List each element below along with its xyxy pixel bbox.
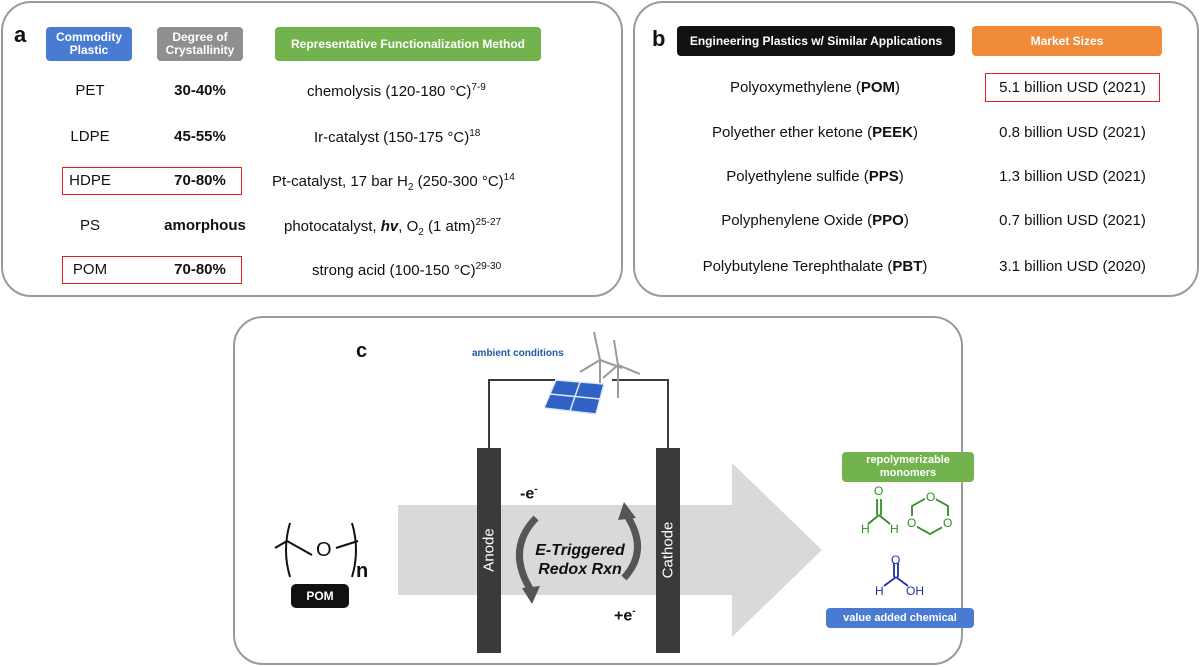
highlight-box: [985, 73, 1160, 102]
anode-label: Anode: [480, 528, 498, 572]
row-method: Pt-catalyst, 17 bar H2 (250-300 °C)14: [272, 172, 515, 193]
formic-hydrogen: H: [875, 584, 884, 598]
header-crystallinity: Degree of Crystallinity: [157, 27, 243, 61]
highlight-box: [62, 167, 242, 195]
ambient-conditions-label: ambient conditions: [472, 348, 564, 359]
highlight-box: [62, 256, 242, 284]
panel-c: [233, 316, 963, 665]
formic-acid-structure: [883, 563, 909, 587]
header-commodity-plastic: Commodity Plastic: [46, 27, 132, 61]
formaldehyde-structure: [867, 499, 891, 525]
row-plastic: POM: [72, 261, 108, 278]
panel-a-label: a: [14, 22, 27, 47]
pom-polymer-structure: [274, 522, 359, 578]
panel-c-label: c: [356, 340, 368, 362]
left-curved-arrow: [516, 515, 539, 594]
formic-oxygen: O: [891, 553, 901, 567]
row-method: strong acid (100-150 °C)29-30: [312, 261, 502, 279]
row-method: chemolysis (120-180 °C)7-9: [307, 82, 486, 100]
market-size: 3.1 billion USD (2020): [999, 258, 1146, 275]
row-method: Ir-catalyst (150-175 °C)18: [314, 128, 481, 146]
cathode-electrode: [656, 448, 680, 653]
anode-electrode: [477, 448, 501, 653]
row-crystallinity: 30-40%: [174, 82, 226, 99]
value-added-chemical-label: value added chemical: [826, 608, 974, 628]
row-plastic: LDPE: [70, 128, 110, 145]
process-arrow: [398, 463, 822, 637]
pom-badge: POM: [291, 584, 349, 608]
row-plastic: PS: [79, 217, 100, 234]
engineering-plastic-name: Polyphenylene Oxide (PPO): [721, 212, 909, 229]
market-size: 5.1 billion USD (2021): [999, 79, 1146, 96]
polymer-repeat-n: n: [356, 560, 369, 582]
electron-loss-label: -e-: [520, 484, 538, 503]
engineering-plastic-name: Polyether ether ketone (PEEK): [712, 124, 918, 141]
engineering-plastic-name: Polyoxymethylene (POM): [729, 79, 901, 96]
row-method: photocatalyst, hv, O2 (1 atm)25-27: [284, 217, 502, 238]
panel-b-label: b: [652, 26, 666, 51]
row-crystallinity: 45-55%: [174, 128, 226, 145]
polymer-oxygen: O: [316, 539, 332, 561]
trioxane-oxygen-1: O: [925, 490, 937, 504]
anode-wire: [488, 379, 555, 448]
formaldehyde-h2: H: [890, 522, 899, 536]
row-plastic: PET: [75, 82, 105, 99]
formaldehyde-h1: H: [861, 522, 870, 536]
engineering-plastic-name: Polyethylene sulfide (PPS): [726, 168, 904, 185]
row-plastic: HDPE: [69, 172, 111, 189]
trioxane-oxygen-2: O: [906, 516, 918, 530]
row-crystallinity: 70-80%: [174, 261, 226, 278]
row-crystallinity: amorphous: [164, 217, 246, 234]
header-functionalization: Representative Functionalization Method: [275, 27, 541, 61]
formic-hydroxyl: OH: [906, 584, 924, 598]
electron-gain-label: +e-: [614, 606, 636, 625]
cathode-label: Cathode: [659, 521, 677, 579]
header-market-sizes: Market Sizes: [972, 26, 1162, 56]
cathode-wire: [612, 379, 669, 448]
trioxane-oxygen-3: O: [942, 516, 954, 530]
row-crystallinity: 70-80%: [174, 172, 226, 189]
repolymerizable-monomers-label: repolymerizable monomers: [842, 452, 974, 482]
trioxane-structure: [911, 494, 949, 536]
market-size: 0.7 billion USD (2021): [999, 212, 1146, 229]
market-size: 0.8 billion USD (2021): [999, 124, 1146, 141]
solar-panel-icon: [542, 379, 605, 415]
header-engineering-plastics: Engineering Plastics w/ Similar Applicat…: [677, 26, 955, 56]
market-size: 1.3 billion USD (2021): [999, 168, 1146, 185]
right-curved-arrow: [621, 512, 641, 581]
engineering-plastic-name: Polybutylene Terephthalate (PBT): [702, 258, 928, 275]
formaldehyde-oxygen: O: [874, 484, 884, 498]
